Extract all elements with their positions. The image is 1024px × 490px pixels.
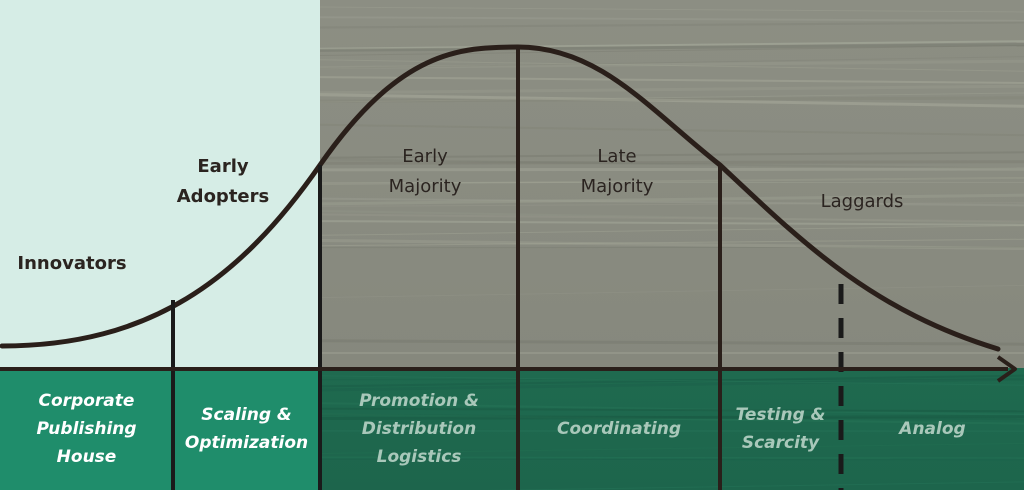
segment-line: Early: [197, 156, 249, 177]
strategy-analog: Analog: [841, 368, 1024, 490]
segment-line: Majority: [580, 176, 654, 197]
segment-label-early-majority: Early Majority: [360, 142, 490, 202]
strategy-promotion-distribution-logistics: Promotion & Distribution Logistics: [320, 368, 518, 490]
strategy-line: Corporate: [38, 391, 135, 411]
strategy-testing-scarcity: Testing & Scarcity: [720, 368, 841, 490]
strategy-line: Scaling &: [201, 405, 292, 425]
segment-line: Early: [402, 146, 448, 167]
segment-label-late-majority: Late Majority: [552, 142, 682, 202]
strategy-line: Coordinating: [556, 419, 681, 439]
strategy-line: Distribution: [361, 419, 477, 439]
mainstream-market-wood-background: [320, 0, 1024, 368]
strategy-line: Analog: [899, 419, 966, 439]
segment-line: Laggards: [820, 191, 904, 212]
segment-label-early-adopters: Early Adopters: [160, 152, 286, 212]
early-strategy-band: [0, 368, 320, 490]
strategy-line: Scarcity: [741, 433, 820, 453]
axis-arrowhead: [996, 355, 1017, 383]
mainstream-strategy-band: [320, 368, 1024, 490]
strategy-corporate-publishing-house: Corporate Publishing House: [0, 368, 173, 490]
strategy-scaling-optimization: Scaling & Optimization: [173, 368, 320, 490]
segment-line: Late: [597, 146, 637, 167]
strategy-line: Testing &: [735, 405, 826, 425]
strategy-line: Optimization: [184, 433, 309, 453]
strategy-line: Promotion &: [359, 391, 479, 411]
early-market-background: [0, 0, 320, 368]
segment-line: Majority: [388, 176, 462, 197]
strategy-coordinating: Coordinating: [518, 368, 720, 490]
strategy-line: House: [56, 447, 117, 467]
segment-line: Innovators: [17, 253, 127, 274]
strategy-line: Publishing: [36, 419, 137, 439]
segment-label-innovators: Innovators: [12, 249, 132, 279]
strategy-line: Logistics: [376, 447, 462, 467]
segment-line: Adopters: [176, 186, 270, 207]
segment-label-laggards: Laggards: [800, 187, 924, 217]
